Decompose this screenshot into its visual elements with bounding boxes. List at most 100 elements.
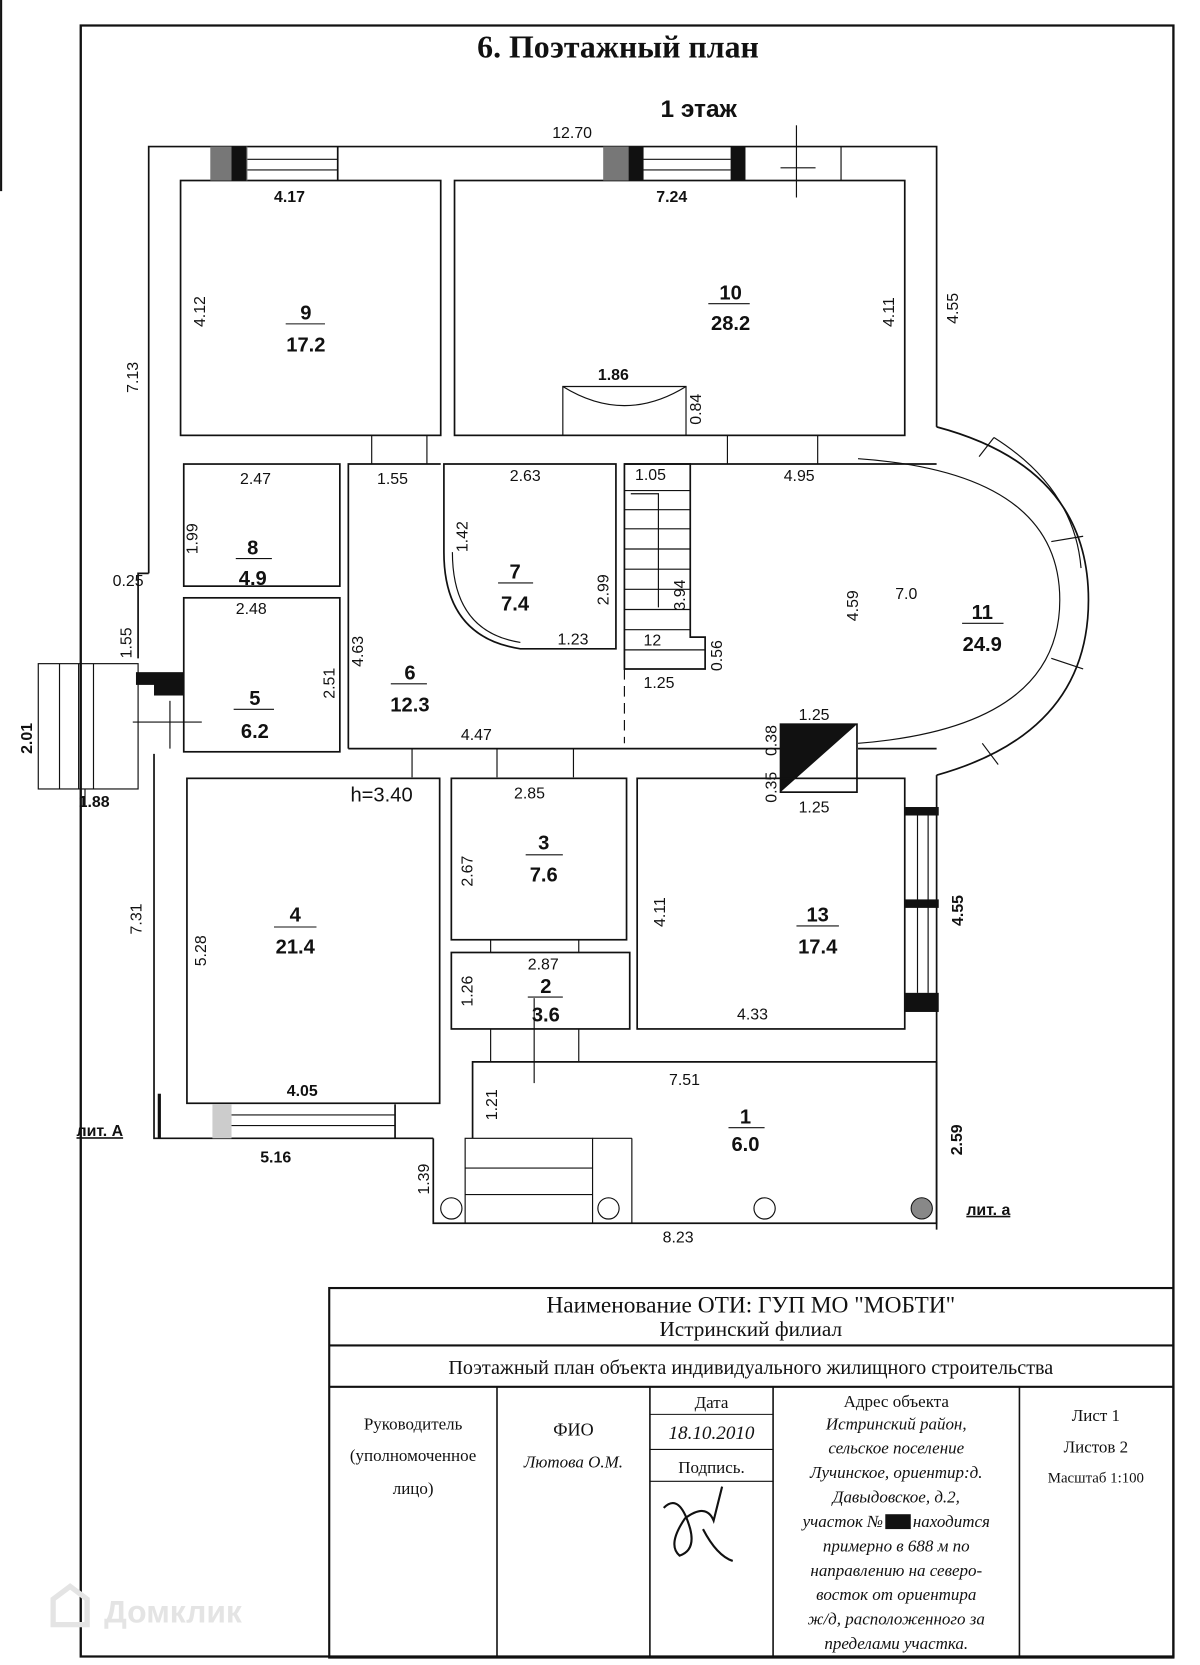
room-3-number: 3 — [538, 832, 549, 854]
label-title-block-address-lines-3: Давыдовское, д.2, — [831, 1488, 960, 1507]
label-dimensions-outer-right-bottom: 4.55 — [950, 895, 967, 926]
label-dimensions-overall-top: 12.70 — [552, 125, 592, 142]
org-name: Наименование ОТИ: ГУП МО "МОБТИ" — [546, 1292, 955, 1318]
label-dimensions-fireplace-d: 0.84 — [688, 394, 705, 425]
room-10-outline — [453, 179, 906, 437]
room-4-number: 4 — [290, 905, 302, 927]
label-dimensions-r8-top: 2.47 — [240, 471, 271, 488]
room-9-outline — [179, 179, 442, 437]
label-dimensions-r5-right: 2.51 — [322, 668, 339, 699]
label-watermark: Домклик — [104, 1594, 242, 1630]
floor-label: 1 этаж — [661, 96, 738, 123]
column — [753, 1197, 776, 1220]
room-4-area: 21.4 — [276, 937, 316, 959]
label-dimensions-stair-bottom: 1.25 — [644, 675, 675, 692]
room-1-number: 1 — [740, 1106, 751, 1128]
label-dimensions-entry-steps-d: 1.88 — [79, 794, 110, 811]
label-dimensions-stair-len: 3.94 — [672, 579, 689, 610]
label-dimensions-r4-bottom: 4.05 — [287, 1083, 318, 1100]
page-title: 6. Поэтажный план — [477, 29, 759, 64]
label-dimensions-stair-step: 0.56 — [709, 640, 726, 671]
room-10-area: 28.2 — [711, 313, 750, 335]
entry-steps — [37, 663, 139, 790]
label-title-block-address-lines-6: направлению на северо- — [810, 1561, 982, 1580]
label-dimensions-stair-steps: 12 — [644, 633, 662, 650]
room-11-area: 24.9 — [963, 634, 1002, 656]
label-dimensions-porch-bottom: 8.23 — [663, 1229, 694, 1246]
label-dimensions-chimney-bottom: 1.25 — [799, 799, 830, 816]
room-13-number: 13 — [806, 905, 828, 927]
room-7-number: 7 — [509, 562, 520, 584]
label-dimensions-r3-left: 2.67 — [460, 856, 477, 887]
label-title-block-address-lines-5: примерно в 688 м по — [823, 1536, 970, 1555]
room-3-area: 7.6 — [530, 864, 558, 886]
label-dimensions-r9-top: 4.17 — [274, 189, 305, 206]
label-title-block-role-line2: (уполномоченное — [350, 1446, 476, 1465]
room-13-area: 17.4 — [798, 937, 838, 959]
label-dimensions-wall-bottom: 5.16 — [260, 1150, 291, 1167]
label-dimensions-r10-right: 4.11 — [881, 297, 898, 327]
label-dimensions-r7-top: 2.63 — [510, 468, 541, 485]
room-13-outline — [636, 777, 906, 1030]
label-title-block-address-label: Адрес объекта — [844, 1392, 950, 1411]
branch-name: Истринский филиал — [659, 1317, 842, 1341]
room-7-area: 7.4 — [501, 594, 530, 616]
label-title-block-address-lines-1: сельское поселение — [828, 1439, 964, 1458]
label-dimensions-r7-right: 2.99 — [595, 574, 612, 605]
liter-a-main: лит. А — [77, 1123, 124, 1140]
label-dimensions-chimney-a: 0.38 — [763, 725, 780, 756]
chimney-fill — [780, 724, 857, 793]
label-dimensions-notch: 0.25 — [113, 573, 144, 590]
label-title-block-address-lines-8: ж/д, расположенного за — [808, 1610, 985, 1629]
label-dimensions-chimney-top: 1.25 — [799, 707, 830, 724]
label-dimensions-r3-top: 2.85 — [514, 786, 545, 803]
room-6-area: 12.3 — [390, 694, 429, 716]
porch-steps — [464, 1137, 594, 1224]
label-dimensions-porch-top: 7.51 — [669, 1072, 700, 1089]
label-dimensions-r13-left: 4.11 — [652, 897, 669, 927]
fio-label: ФИО — [553, 1420, 593, 1440]
label-dimensions-r11-depth: 4.59 — [845, 590, 862, 621]
label-title-block-role-line1: Руководитель — [364, 1414, 463, 1433]
room-8-number: 8 — [247, 537, 258, 559]
label-title-block-address-lines-9: пределами участка. — [824, 1634, 968, 1653]
label-dimensions-stair-top: 1.05 — [635, 467, 666, 484]
label-dimensions-r9-left: 4.12 — [192, 296, 209, 327]
sheet-count: Листов 2 — [1064, 1438, 1129, 1457]
label-title-block-date-label: Дата — [695, 1393, 729, 1412]
document-name: Поэтажный план объекта индивидуального ж… — [448, 1357, 1053, 1379]
label-dimensions-r2-left: 1.26 — [460, 976, 477, 1007]
room-labels: 1 6.0 2 3.6 3 7.6 4 21.4 5 6.2 6 12.3 7 … — [233, 282, 1004, 1156]
label-dimensions-fireplace-w: 1.86 — [598, 367, 629, 384]
label-dimensions-r11-len: 7.0 — [895, 586, 917, 603]
room-2-area: 3.6 — [532, 1005, 560, 1027]
room-11-number: 11 — [972, 602, 993, 624]
label-dimensions-r10-top: 7.24 — [656, 189, 687, 206]
label-dimensions-r8-left: 1.99 — [185, 523, 202, 554]
room-2-number: 2 — [540, 976, 551, 998]
label-dimensions-corridor-top: 1.55 — [377, 471, 408, 488]
sheet-number: Лист 1 — [1072, 1406, 1120, 1425]
room-8-area: 4.9 — [239, 568, 267, 590]
room-9-number: 9 — [300, 303, 311, 325]
label-title-block-sign-label: Подпись. — [678, 1458, 745, 1477]
label-dimensions-hall-bottom: 4.47 — [461, 727, 492, 744]
room-9-area: 17.2 — [286, 334, 325, 356]
label-dimensions-r7-left: 1.42 — [454, 521, 471, 552]
date-value: 18.10.2010 — [668, 1423, 754, 1444]
room-8-outline — [182, 463, 341, 587]
room-2-outline — [450, 951, 631, 1030]
label-dimensions-porch-right: 2.59 — [949, 1124, 966, 1155]
label-dimensions-r6-left: 4.63 — [350, 636, 367, 667]
address-lines: Истринский район, сельское поселение Луч… — [801, 1414, 990, 1653]
room-3-outline — [450, 777, 628, 941]
watermark: Домклик — [50, 1583, 242, 1630]
label-dimensions-r5-top: 2.48 — [236, 601, 267, 618]
label-dimensions-r7-bottom: 1.23 — [558, 632, 589, 649]
room-5-area: 6.2 — [241, 721, 269, 743]
label-title-block-address-lines-2: Лучинское, ориентир:д. — [809, 1463, 982, 1482]
label-dimensions-porch-steps: 1.39 — [416, 1163, 433, 1194]
column — [910, 1197, 933, 1220]
label-title-block-address-lines-7: восток от ориентира — [816, 1585, 976, 1604]
label-dimensions-r2-top: 2.87 — [528, 956, 559, 973]
